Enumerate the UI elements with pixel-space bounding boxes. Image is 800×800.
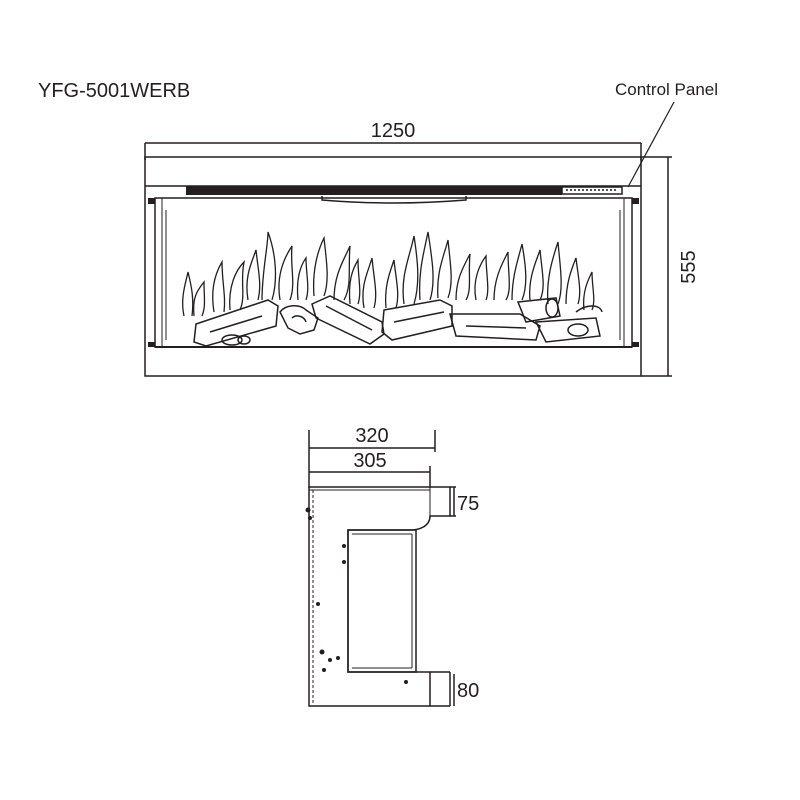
side-profile-outline (308, 486, 451, 707)
front-outer-frame (144, 156, 642, 377)
side-view (305, 430, 456, 707)
front-width-label: 1250 (371, 120, 416, 142)
right-top-bracket (632, 198, 639, 204)
logs (193, 295, 603, 347)
front-height-label: 555 (678, 250, 700, 283)
model-title: YFG-5001WERB (38, 80, 190, 102)
mounting-holes (305, 507, 408, 684)
side-step-75-label: 75 (457, 493, 479, 515)
left-bottom-bracket (148, 342, 155, 347)
flame-vent (321, 196, 467, 204)
side-step-80-label: 80 (457, 680, 479, 702)
control-panel-label: Control Panel (615, 80, 718, 99)
front-view (144, 101, 675, 377)
left-top-bracket (148, 198, 155, 204)
firebox-recess (347, 529, 417, 673)
control-panel-box (561, 186, 623, 195)
flames (182, 231, 595, 317)
control-strip (186, 186, 562, 195)
side-depth-320-label: 320 (355, 425, 388, 447)
left-side-glass (154, 197, 163, 348)
side-depth-305-label: 305 (353, 450, 386, 472)
right-side-glass (623, 197, 633, 348)
control-panel-leader (627, 101, 675, 188)
right-bottom-bracket (632, 342, 639, 347)
